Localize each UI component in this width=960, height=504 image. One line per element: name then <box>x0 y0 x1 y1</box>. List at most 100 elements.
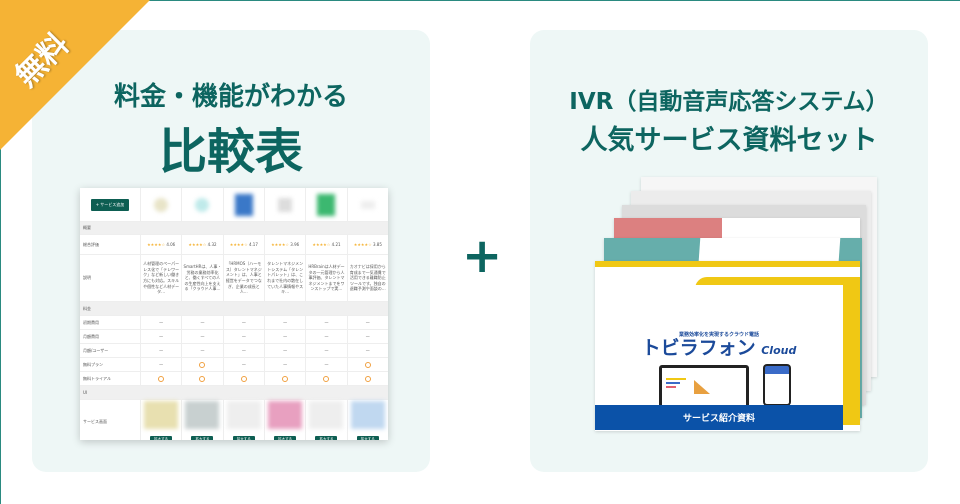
rating-value: 4.06 <box>166 242 176 247</box>
add-service-button[interactable]: + サービス追加 <box>90 198 130 211</box>
section-overview: 概要 <box>83 225 91 230</box>
description-cell: 「HRMOS（ハーモス）タレントマネジメント」は、人事と経営をデータでつなぎ、企… <box>222 255 264 301</box>
dash-cell: — <box>305 316 346 329</box>
dash-cell: — <box>222 330 264 343</box>
rating-value: 4.21 <box>331 242 341 247</box>
section-ui: UI <box>83 390 88 395</box>
zoom-button[interactable]: 拡大する <box>191 436 214 440</box>
circle-icon <box>199 375 206 382</box>
service-screenshot <box>226 401 261 429</box>
dash-cell: — <box>305 358 346 371</box>
star-rating: ★★★★☆ <box>147 242 166 247</box>
zoom-button[interactable]: 拡大する <box>274 436 297 440</box>
circle-icon <box>199 361 206 368</box>
available-mark <box>181 372 222 385</box>
dash-cell: — <box>181 316 222 329</box>
zoom-button[interactable]: 拡大する <box>315 436 338 440</box>
dash-cell: — <box>263 316 305 329</box>
dash-cell: — <box>222 316 264 329</box>
row-label: 初期費用 <box>83 319 99 325</box>
rating-value: 3.85 <box>372 242 382 247</box>
row-label: サービス画面 <box>83 419 107 424</box>
available-mark <box>181 358 222 371</box>
comparison-table-preview: + サービス追加 概要 総合評価 ★★★★☆ 4.06 ★★★★☆ 4.32 ★… <box>80 188 388 440</box>
dash-cell: — <box>181 330 222 343</box>
dash-cell: — <box>181 344 222 357</box>
description-cell: SmartHRは、人事・労務の業務効率化と、働くすべての人の生産性向上を支える「… <box>181 255 222 301</box>
description-cell: HRBrainは人材データの一元管理から人事評価、タレントマネジメントまでをワン… <box>305 255 346 301</box>
service-screenshot <box>268 401 303 429</box>
dash-cell: — <box>263 344 305 357</box>
service-logo <box>140 188 181 221</box>
screenshot-cell: 拡大する <box>181 400 222 440</box>
dash-cell: — <box>140 330 181 343</box>
screenshot-cell: 拡大する <box>140 400 181 440</box>
comparison-title-line2: 比較表 <box>158 124 303 180</box>
cover-frame <box>595 261 860 431</box>
row-label: 総合評価 <box>83 241 99 247</box>
star-rating: ★★★★☆ <box>188 242 207 247</box>
available-mark <box>346 358 388 371</box>
service-logo <box>263 188 305 221</box>
available-mark <box>140 372 181 385</box>
rating-value: 3.96 <box>290 242 300 247</box>
available-mark <box>263 372 305 385</box>
service-screenshot <box>144 401 179 429</box>
service-screenshot <box>309 401 344 429</box>
rating-value: 4.32 <box>207 242 217 247</box>
cover-footer: サービス紹介資料 <box>595 405 843 430</box>
row-label: 無料プラン <box>83 361 103 367</box>
rating-row: 総合評価 ★★★★☆ 4.06 ★★★★☆ 4.32 ★★★★☆ 4.17 ★★… <box>80 235 388 255</box>
cover-tagline: 業務効率化を実現するクラウド電話 <box>678 332 759 338</box>
circle-icon <box>158 375 165 382</box>
dash-cell: — <box>140 358 181 371</box>
service-logo <box>305 188 346 221</box>
star-rating: ★★★★☆ <box>312 242 331 247</box>
circle-icon <box>282 375 289 382</box>
service-screenshot <box>185 401 220 429</box>
service-screenshot <box>350 401 385 429</box>
circle-icon <box>364 361 371 368</box>
zoom-button[interactable]: 拡大する <box>356 436 379 440</box>
ivr-title-line2: 人気サービス資料セット <box>580 125 878 156</box>
service-logo <box>346 188 388 221</box>
free-badge: 無料 <box>0 0 160 160</box>
dash-cell: — <box>305 330 346 343</box>
ivr-title-line1: IVR（自動音声応答システム） <box>569 89 889 115</box>
circle-icon <box>323 375 330 382</box>
dash-cell: — <box>346 316 388 329</box>
screenshot-cell: 拡大する <box>222 400 264 440</box>
pricing-row: 初期費用—————— <box>80 316 388 330</box>
row-label: 説明 <box>83 275 91 281</box>
circle-icon <box>364 375 371 382</box>
zoom-button[interactable]: 拡大する <box>150 436 173 440</box>
brand-suffix: Cloud <box>761 344 797 357</box>
available-mark <box>222 372 264 385</box>
dash-cell: — <box>222 344 264 357</box>
available-mark <box>346 372 388 385</box>
pricing-row: 月額/ユーザー—————— <box>80 344 388 358</box>
row-label: 月額費用 <box>83 333 99 339</box>
zoom-button[interactable]: 拡大する <box>232 436 255 440</box>
dash-cell: — <box>222 358 264 371</box>
star-rating: ★★★★☆ <box>353 242 372 247</box>
star-rating: ★★★★☆ <box>271 242 290 247</box>
available-mark <box>305 372 346 385</box>
dash-cell: — <box>346 344 388 357</box>
description-row: 説明 人材管理のペーパーレス化で「テレワーク」など新しい働き方にも対応。スキルや… <box>80 255 388 302</box>
row-label: 月額/ユーザー <box>83 347 109 353</box>
star-rating: ★★★★☆ <box>229 242 248 247</box>
rating-value: 4.17 <box>248 242 258 247</box>
description-cell: カオナビは採用から育成まで一気通貫で活用できる離職防止ツールです。独自の退職予測… <box>346 255 388 301</box>
comparison-title-line1: 料金・機能がわかる <box>113 82 348 112</box>
dash-cell: — <box>263 358 305 371</box>
section-pricing: 料金 <box>83 305 91 311</box>
description-cell: タレントマネジメントシステム「タレントパレット」は、これまで社内の散在していた人… <box>263 255 305 301</box>
screenshot-cell: 拡大する <box>346 400 388 440</box>
screenshot-cell: 拡大する <box>305 400 346 440</box>
circle-icon <box>240 375 247 382</box>
plus-sign: + <box>462 228 503 284</box>
row-label: 無料トライアル <box>83 375 111 381</box>
screenshot-cell: 拡大する <box>263 400 305 440</box>
